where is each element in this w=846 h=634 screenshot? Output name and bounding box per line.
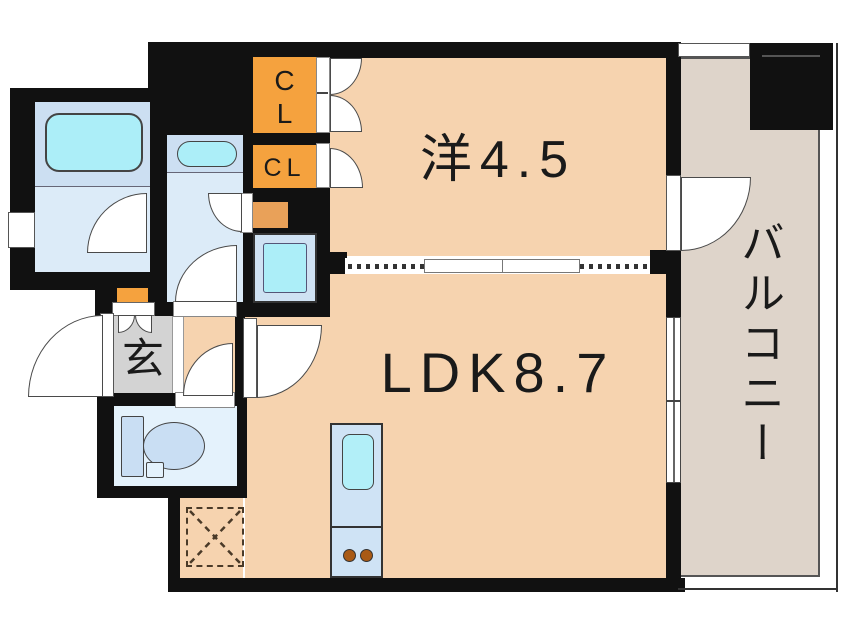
refrigerator-space	[186, 507, 244, 567]
wall-bath-washroom	[150, 95, 167, 310]
balcony-rail-bottom-line	[678, 588, 838, 590]
partition-dots-right	[580, 264, 652, 269]
entrance-door-arc	[28, 315, 103, 397]
wall-bottom	[168, 578, 685, 592]
balcony-block-line	[762, 55, 820, 57]
washing-machine-pan	[263, 243, 307, 293]
room-western	[330, 58, 666, 256]
toilet-tank	[121, 416, 144, 477]
stove-burner-right	[360, 549, 373, 562]
stove-burner-left	[343, 549, 356, 562]
kitchen-divider	[330, 526, 383, 528]
room-label-entrance: 玄	[121, 334, 164, 382]
toilet-bowl	[143, 422, 205, 470]
partition-sliding-panel-left	[424, 259, 503, 273]
balcony-rail-right-line	[836, 43, 838, 592]
refrigerator-x-icon	[189, 510, 241, 564]
closet-upper-label-line2: L	[276, 98, 293, 129]
bathroom-window	[8, 212, 35, 248]
wall-fridge-left	[168, 498, 180, 578]
wall-bath-left	[10, 88, 35, 290]
closet-upper-opening	[316, 57, 330, 133]
ldk-balcony-window	[666, 317, 681, 483]
closet-lower-opening	[316, 143, 330, 188]
kitchen-counter	[330, 423, 383, 578]
partition-sliding-panel-right	[502, 259, 580, 273]
storage-niche	[252, 202, 288, 228]
room-label-ldk: LDK8.7	[380, 340, 616, 404]
kitchen-sink	[342, 434, 374, 490]
wall-bath-top	[10, 88, 160, 102]
closet-lower-label: CL	[263, 153, 306, 182]
balcony-floor	[678, 57, 820, 577]
room-ldk	[330, 274, 666, 578]
washroom-door-opening	[173, 301, 237, 317]
wall-hall-right-stub	[235, 302, 245, 398]
closet-upper	[253, 57, 316, 133]
wall-partition-left-stub	[330, 252, 347, 274]
wall-right-upper	[666, 42, 681, 175]
room-label-western: 洋4.5	[419, 130, 577, 189]
closet-upper-label-line1: C	[274, 65, 295, 96]
closet-upper-label: C L	[253, 62, 316, 132]
wall-balcony-block	[750, 43, 833, 130]
entrance-step	[172, 316, 184, 396]
balcony-door-leaf	[666, 175, 681, 251]
shoe-cabinet-front	[112, 302, 155, 316]
washbasin	[177, 141, 237, 167]
closet-upper-door-tick	[317, 92, 328, 94]
shoe-cabinet	[117, 288, 148, 303]
window-panel-tick	[667, 400, 680, 402]
toilet-handle	[146, 462, 164, 478]
balcony-rail-top	[678, 43, 750, 57]
wall-right-lower	[666, 483, 681, 592]
room-label-balcony: バルコニー	[734, 220, 783, 470]
closet-lower	[253, 145, 316, 188]
bathtub	[45, 113, 143, 172]
partition-dots-left	[348, 264, 424, 269]
ldk-door-leaf	[243, 318, 257, 398]
wall-right-mid	[666, 251, 681, 317]
